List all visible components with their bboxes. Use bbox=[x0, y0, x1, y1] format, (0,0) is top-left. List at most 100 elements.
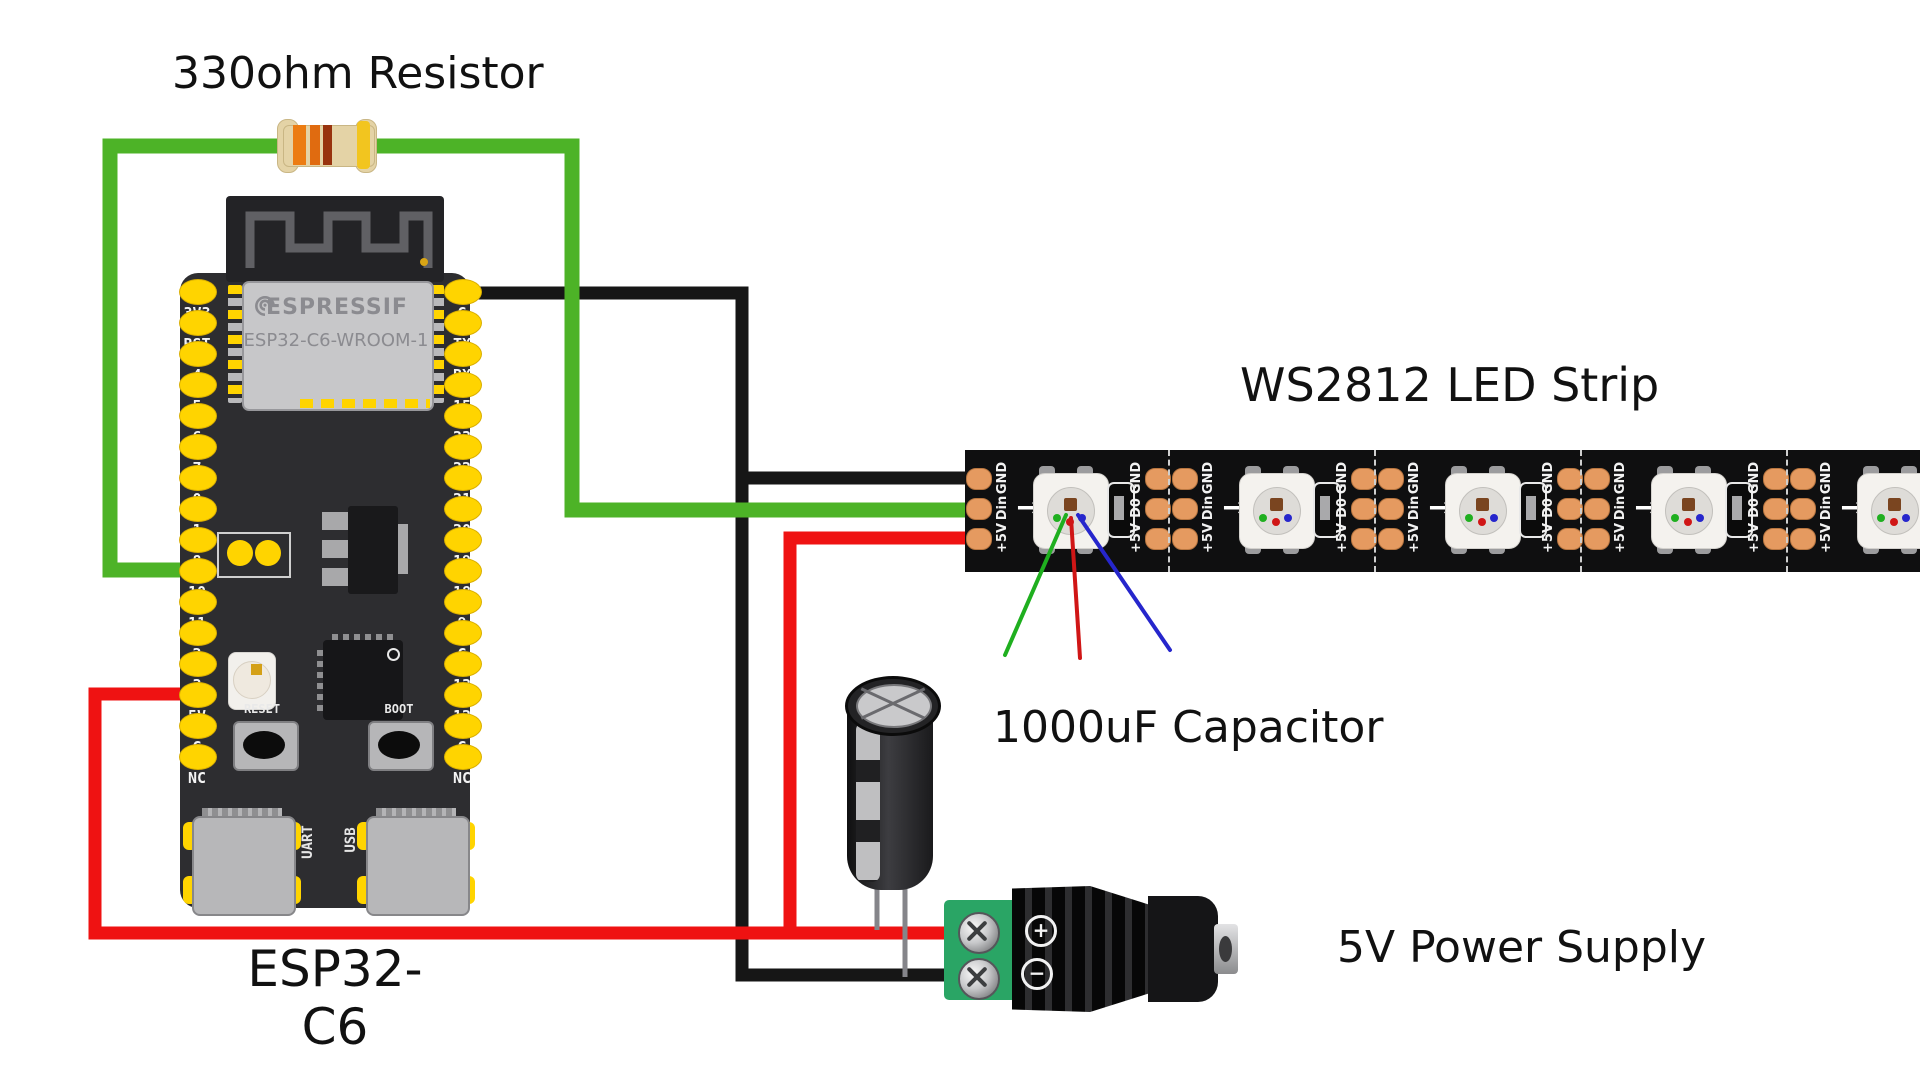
module-brand-row: ESPRESSIF bbox=[252, 293, 422, 321]
pin-22 bbox=[444, 434, 482, 460]
pin-nc bbox=[444, 744, 482, 770]
resistor-title: 330ohm Resistor bbox=[172, 48, 544, 99]
usb-port-label: USB bbox=[343, 827, 359, 853]
strip-cut-line bbox=[1786, 450, 1788, 572]
strip-cut-line bbox=[1374, 450, 1376, 572]
boot-button-label: BOOT bbox=[384, 702, 414, 716]
pin-5v bbox=[179, 682, 217, 708]
header-pin bbox=[255, 540, 281, 566]
pad-din bbox=[1378, 498, 1404, 520]
led-die-dot bbox=[1696, 514, 1704, 522]
reset-button-cap[interactable] bbox=[243, 731, 285, 759]
pin-1 bbox=[179, 496, 217, 522]
usb-c-port bbox=[366, 816, 470, 916]
pin-g bbox=[444, 279, 482, 305]
led-chip bbox=[1476, 498, 1489, 511]
capacitor-polarity-stripe bbox=[856, 722, 880, 882]
pin-3v3 bbox=[179, 279, 217, 305]
resistor-band-1 bbox=[293, 125, 306, 165]
strip-component-body bbox=[1320, 496, 1330, 520]
dc-jack-hole bbox=[1219, 936, 1232, 962]
led-die-dot bbox=[1465, 514, 1473, 522]
pad-d0 bbox=[1763, 498, 1789, 520]
uart-port-label: UART bbox=[300, 825, 316, 859]
regulator-pad bbox=[322, 512, 348, 530]
onboard-rgb-led-die bbox=[251, 664, 262, 675]
led-die-dot bbox=[1877, 514, 1885, 522]
voltage-regulator bbox=[348, 506, 398, 594]
boot-button-cap[interactable] bbox=[378, 731, 420, 759]
pad-+5v bbox=[966, 528, 992, 550]
terminal-screw-minus[interactable] bbox=[958, 958, 1000, 1000]
resistor-band-3 bbox=[323, 125, 332, 165]
power-wire bbox=[88, 531, 966, 940]
pin-4 bbox=[179, 341, 217, 367]
pin-2 bbox=[179, 620, 217, 646]
led-chip bbox=[1270, 498, 1283, 511]
led-die-dot bbox=[1890, 518, 1898, 526]
pin-18 bbox=[444, 558, 482, 584]
pad-+5v bbox=[1584, 528, 1610, 550]
espressif-logo-icon bbox=[255, 296, 275, 316]
pin-7 bbox=[179, 434, 217, 460]
pad-+5v bbox=[1790, 528, 1816, 550]
pin-nc bbox=[179, 744, 217, 770]
led-lens bbox=[1459, 487, 1507, 535]
pin-3 bbox=[179, 651, 217, 677]
pad-label-+5v: +5V bbox=[1541, 523, 1556, 553]
pad-gnd bbox=[1351, 468, 1377, 490]
module-bottom-pads bbox=[300, 399, 430, 408]
pad-din bbox=[1790, 498, 1816, 520]
resistor-band-2 bbox=[310, 125, 320, 165]
pad-d0 bbox=[1557, 498, 1583, 520]
chip-pins bbox=[332, 634, 394, 640]
pad-din bbox=[966, 498, 992, 520]
capacitor-title: 1000uF Capacitor bbox=[993, 702, 1384, 753]
regulator-tab bbox=[396, 524, 408, 574]
led-chip bbox=[1064, 498, 1077, 511]
module-model: ESP32-C6-WROOM-1 bbox=[243, 330, 429, 351]
pin-19 bbox=[444, 527, 482, 553]
pad-label-+5v: +5V bbox=[1819, 523, 1834, 553]
led-die-dot bbox=[1272, 518, 1280, 526]
pad-gnd bbox=[1557, 468, 1583, 490]
pin-5 bbox=[179, 372, 217, 398]
chip-pins bbox=[317, 650, 323, 712]
led-die-dot bbox=[1053, 514, 1061, 522]
pin-11 bbox=[179, 589, 217, 615]
led-lens bbox=[1253, 487, 1301, 535]
led-die-dot bbox=[1490, 514, 1498, 522]
gnd-wire bbox=[450, 286, 966, 982]
pin-g bbox=[444, 620, 482, 646]
pad-label-+5v: +5V bbox=[1747, 523, 1762, 553]
led-die-dot bbox=[1671, 514, 1679, 522]
uart-usb-c-port bbox=[192, 816, 296, 916]
dc-jack-barrel bbox=[1148, 896, 1218, 1002]
module-brand: ESPRESSIF bbox=[266, 294, 408, 320]
pad-d0 bbox=[1351, 498, 1377, 520]
led-die-dot bbox=[1902, 514, 1910, 522]
led-chip bbox=[1682, 498, 1695, 511]
pin-rx bbox=[444, 341, 482, 367]
plus-polarity-icon: + bbox=[1025, 915, 1057, 947]
pad-label-+5v: +5V bbox=[1407, 523, 1422, 553]
pad-label-+5v: +5V bbox=[995, 523, 1010, 553]
led-lens bbox=[1871, 487, 1919, 535]
board-title: ESP32-C6 bbox=[247, 940, 423, 1056]
pin-rst bbox=[179, 310, 217, 336]
strip-component-body bbox=[1114, 496, 1124, 520]
pad-din bbox=[1584, 498, 1610, 520]
pin-g bbox=[444, 713, 482, 739]
pad-+5v bbox=[1763, 528, 1789, 550]
led-lens bbox=[1047, 487, 1095, 535]
pad-gnd bbox=[1763, 468, 1789, 490]
pad-+5v bbox=[1557, 528, 1583, 550]
led-lens bbox=[1665, 487, 1713, 535]
pad-din bbox=[1172, 498, 1198, 520]
power-supply-title: 5V Power Supply bbox=[1337, 922, 1707, 973]
pad-gnd bbox=[1145, 468, 1171, 490]
pad-label-+5v: +5V bbox=[1335, 523, 1350, 553]
chip-pin1-dot bbox=[387, 648, 400, 661]
terminal-screw-plus[interactable] bbox=[958, 912, 1000, 954]
